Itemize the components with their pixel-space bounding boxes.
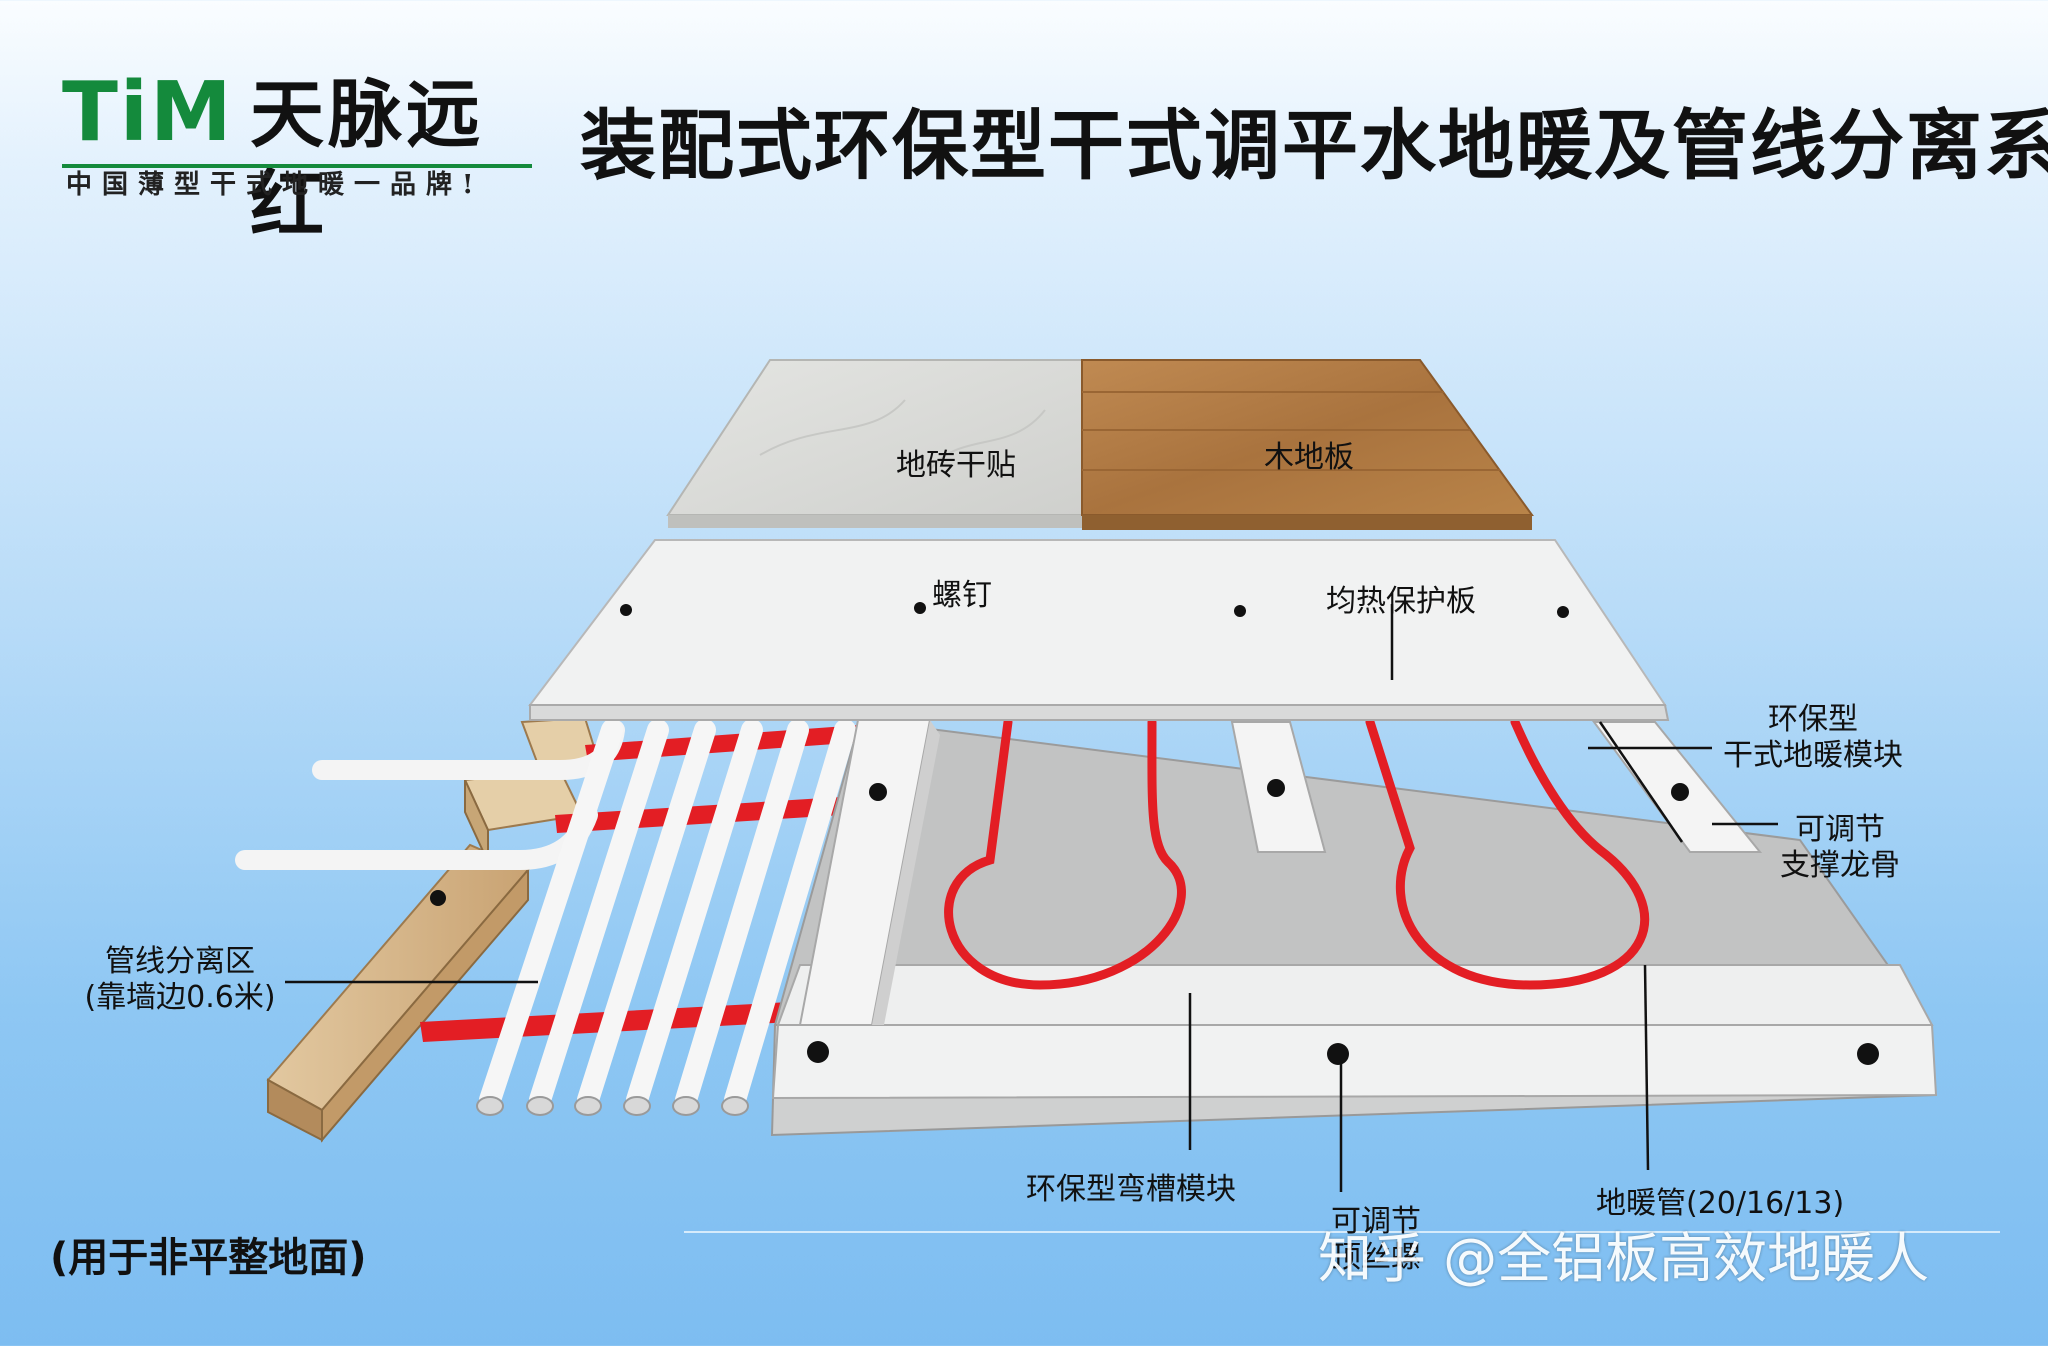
label-pipe-zone: 管线分离区 (靠墙边0.6米) <box>80 944 280 1016</box>
screw-hole <box>620 604 632 616</box>
screw-hole <box>869 783 887 801</box>
label-pipe-zone-line1: 管线分离区 <box>105 944 255 979</box>
label-module-line1: 环保型 <box>1768 702 1858 737</box>
screw-hole <box>914 602 926 614</box>
label-adjust-line2: 顶丝螺 <box>1331 1240 1421 1275</box>
label-adjust-screw: 可调节 顶丝螺 <box>1316 1204 1436 1276</box>
label-wood: 木地板 <box>1264 440 1354 475</box>
tile-panel <box>666 359 1083 528</box>
footer-note: (用于非平整地面) <box>50 1235 367 1281</box>
label-adjust-line1: 可调节 <box>1331 1204 1421 1239</box>
logo-divider <box>62 164 532 168</box>
label-heat-board: 均热保护板 <box>1326 584 1476 619</box>
label-groove-module: 环保型弯槽模块 <box>1026 1172 1236 1207</box>
label-module: 环保型 干式地暖模块 <box>1718 702 1908 774</box>
timber-beam <box>266 716 600 1143</box>
label-pipe-zone-line2: (靠墙边0.6米) <box>84 980 276 1015</box>
label-keel-line1: 可调节 <box>1795 812 1885 847</box>
screw-hole <box>1671 783 1689 801</box>
watermark: 知乎 @全铝板高效地暖人 <box>1318 1227 1930 1290</box>
screw-hole <box>1557 606 1569 618</box>
page-title: 装配式环保型干式调平水地暖及管线分离系统 <box>580 101 2048 190</box>
screw-hole <box>1857 1043 1879 1065</box>
screw-hole <box>807 1041 829 1063</box>
label-screw: 螺钉 <box>932 578 992 613</box>
logo-chinese-text: 天脉远红 <box>250 72 484 248</box>
logo-latin-text: TiM <box>62 65 234 160</box>
heat-protection-board <box>527 539 1670 721</box>
heating-pipe-loops <box>944 717 1650 990</box>
beam-screw-hole <box>430 890 446 906</box>
screw-hole <box>1327 1043 1349 1065</box>
label-tile: 地砖干贴 <box>896 448 1016 483</box>
wood-panel <box>1081 359 1534 530</box>
brand-logo: TiM 天脉远红 中国薄型干式地暖一品牌! <box>62 65 542 248</box>
label-heating-pipe: 地暖管(20/16/13) <box>1596 1186 1845 1221</box>
label-keel: 可调节 支撑龙骨 <box>1780 812 1900 884</box>
label-keel-line2: 支撑龙骨 <box>1780 848 1900 883</box>
screw-hole <box>1267 779 1285 797</box>
leader-lines <box>285 604 1778 1192</box>
separation-pipes <box>235 719 856 1116</box>
label-module-line2: 干式地暖模块 <box>1723 738 1903 773</box>
screw-hole <box>1234 605 1246 617</box>
logo-slogan: 中国薄型干式地暖一品牌! <box>66 170 484 200</box>
